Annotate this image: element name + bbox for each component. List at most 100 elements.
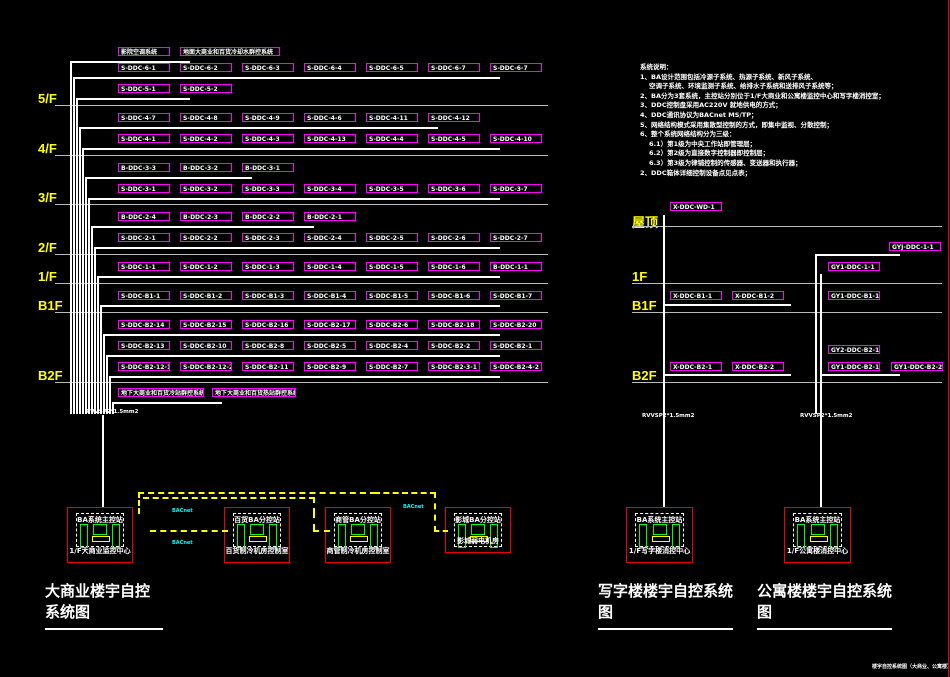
ddc-box[interactable]: S-DDC-2-2 [180,233,232,242]
ddc-box[interactable]: S-DDC-1-3 [242,262,294,271]
ddc-box[interactable]: S-DDC-B2-14 [118,320,170,329]
network-line [138,492,376,514]
ddc-box[interactable]: S-DDC-4-11 [366,113,418,122]
ddc-box[interactable]: S-DDC-2-3 [242,233,294,242]
ddc-box[interactable]: S-DDC-5-1 [118,84,170,93]
ddc-box[interactable]: S-DDC-6-4 [304,63,356,72]
ddc-box[interactable]: S-DDC-4-10 [490,134,542,143]
ddc-box[interactable]: S-DDC-6-2 [180,63,232,72]
ddc-box[interactable]: GY1-DDC-1-1 [828,262,880,271]
ddc-box[interactable]: S-DDC-4-1 [118,134,170,143]
ddc-box[interactable]: B-DDC-2-1 [304,212,356,221]
ddc-box[interactable]: S-DDC-B1-2 [180,291,232,300]
ba-station[interactable]: 百货BA分控站百货制冷机房控制室 [224,507,290,563]
ddc-box[interactable]: S-DDC-6-3 [242,63,294,72]
ddc-box[interactable]: S-DDC-B2-16 [242,320,294,329]
ddc-box[interactable]: S-DDC-3-3 [242,184,294,193]
ddc-box[interactable]: GY1-DDC-B2-1 [828,362,880,371]
ddc-box[interactable]: S-DDC-B2-15 [180,320,232,329]
ddc-box[interactable]: S-DDC-2-5 [366,233,418,242]
ddc-box[interactable]: S-DDC-B2-17 [304,320,356,329]
ddc-box[interactable]: S-DDC-5-2 [180,84,232,93]
ddc-box[interactable]: S-DDC-B2-20 [490,320,542,329]
ddc-box[interactable]: S-DDC-B2-18 [428,320,480,329]
ddc-box[interactable]: S-DDC-2-4 [304,233,356,242]
ddc-box[interactable]: S-DDC-4-9 [242,113,294,122]
ddc-box[interactable]: S-DDC-B2-11 [242,362,294,371]
ddc-box[interactable]: X-DDC-B1-1 [670,291,722,300]
ddc-box[interactable]: S-DDC-B1-4 [304,291,356,300]
ddc-box[interactable]: S-DDC-6-5 [366,63,418,72]
ddc-box[interactable]: S-DDC-4-2 [180,134,232,143]
ddc-box[interactable]: S-DDC-3-6 [428,184,480,193]
ddc-box[interactable]: 地下大商业和百货热站群控系统 [212,388,296,397]
ddc-box[interactable]: S-DDC-B1-6 [428,291,480,300]
ddc-box[interactable]: S-DDC-B2-13 [118,341,170,350]
ddc-box[interactable]: S-DDC-1-2 [180,262,232,271]
ddc-box[interactable]: GYJ-DDC-1-1 [889,242,941,251]
ddc-box[interactable]: S-DDC-4-4 [366,134,418,143]
ddc-box[interactable]: S-DDC-4-6 [304,113,356,122]
ddc-box[interactable]: S-DDC-B2-7 [366,362,418,371]
ddc-box[interactable]: S-DDC-2-7 [490,233,542,242]
ddc-box[interactable]: B-DDC-3-3 [118,163,170,172]
ddc-box[interactable]: S-DDC-1-6 [428,262,480,271]
ddc-box[interactable]: GY1-DDC-B1-1 [828,291,880,300]
ddc-box[interactable]: B-DDC-3-1 [242,163,294,172]
ddc-box[interactable]: 影院空调系统 [118,47,170,56]
ddc-box[interactable]: S-DDC-4-12 [428,113,480,122]
ddc-box[interactable]: S-DDC-4-13 [304,134,356,143]
ddc-box[interactable]: S-DDC-3-1 [118,184,170,193]
ddc-box[interactable]: S-DDC-2-6 [428,233,480,242]
ddc-box[interactable]: S-DDC-B2-5 [304,341,356,350]
ddc-box[interactable]: B-DDC-3-2 [180,163,232,172]
ddc-box[interactable]: S-DDC-B2-12-2 [180,362,232,371]
ddc-box[interactable]: GY2-DDC-B2-1 [828,345,880,354]
ddc-box[interactable]: 地面大商业和百货冷却水群控系统 [180,47,280,56]
ddc-box[interactable]: S-DDC-B1-1 [118,291,170,300]
ddc-box[interactable]: S-DDC-B2-12-1 [118,362,170,371]
ddc-box[interactable]: S-DDC-4-7 [118,113,170,122]
ba-station[interactable]: 影城BA分控站影城弱电机房 [445,507,511,553]
ddc-box[interactable]: B-DDC-1-1 [490,262,542,271]
ddc-box[interactable]: S-DDC-3-5 [366,184,418,193]
ba-station[interactable]: 商管BA分控站商管制冷机房控制室 [325,507,391,563]
ddc-box[interactable]: B-DDC-2-2 [242,212,294,221]
ddc-box[interactable]: S-DDC-3-2 [180,184,232,193]
ddc-box[interactable]: S-DDC-1-5 [366,262,418,271]
ddc-box[interactable]: S-DDC-4-3 [242,134,294,143]
ddc-box[interactable]: S-DDC-3-4 [304,184,356,193]
ddc-box[interactable]: 地下大商业和百货冷站群控系统 [118,388,204,397]
ddc-box[interactable]: S-DDC-B2-3-1 [428,362,480,371]
ddc-box[interactable]: S-DDC-B2-2 [428,341,480,350]
ddc-box[interactable]: S-DDC-B1-7 [490,291,542,300]
ddc-box[interactable]: S-DDC-1-1 [118,262,170,271]
ddc-box[interactable]: S-DDC-B2-6 [366,320,418,329]
ddc-box[interactable]: GY1-DDC-B2-2 [891,362,943,371]
ddc-box[interactable]: S-DDC-6-7 [490,63,542,72]
ddc-box[interactable]: S-DDC-6-7 [428,63,480,72]
ddc-box[interactable]: S-DDC-B2-9 [304,362,356,371]
ddc-box[interactable]: S-DDC-2-1 [118,233,170,242]
ddc-box[interactable]: S-DDC-B2-4-2 [490,362,542,371]
ddc-box[interactable]: X-DDC-WD-1 [670,202,722,211]
ddc-box[interactable]: B-DDC-2-4 [118,212,170,221]
ddc-box[interactable]: S-DDC-B2-4 [366,341,418,350]
ddc-box[interactable]: X-DDC-B1-2 [732,291,784,300]
ddc-box[interactable]: B-DDC-2-3 [180,212,232,221]
ddc-box[interactable]: S-DDC-B2-1 [490,341,542,350]
ddc-box[interactable]: S-DDC-1-4 [304,262,356,271]
ddc-box[interactable]: S-DDC-B2-10 [180,341,232,350]
ddc-box[interactable]: S-DDC-B1-5 [366,291,418,300]
ddc-box[interactable]: S-DDC-B2-8 [242,341,294,350]
ddc-box[interactable]: S-DDC-4-8 [180,113,232,122]
ddc-box[interactable]: X-DDC-B2-2 [732,362,784,371]
ddc-box[interactable]: S-DDC-4-5 [428,134,480,143]
ddc-box[interactable]: S-DDC-3-7 [490,184,542,193]
ddc-box[interactable]: S-DDC-6-1 [118,63,170,72]
ddc-box[interactable]: X-DDC-B2-1 [670,362,722,371]
ddc-box[interactable]: S-DDC-B1-3 [242,291,294,300]
